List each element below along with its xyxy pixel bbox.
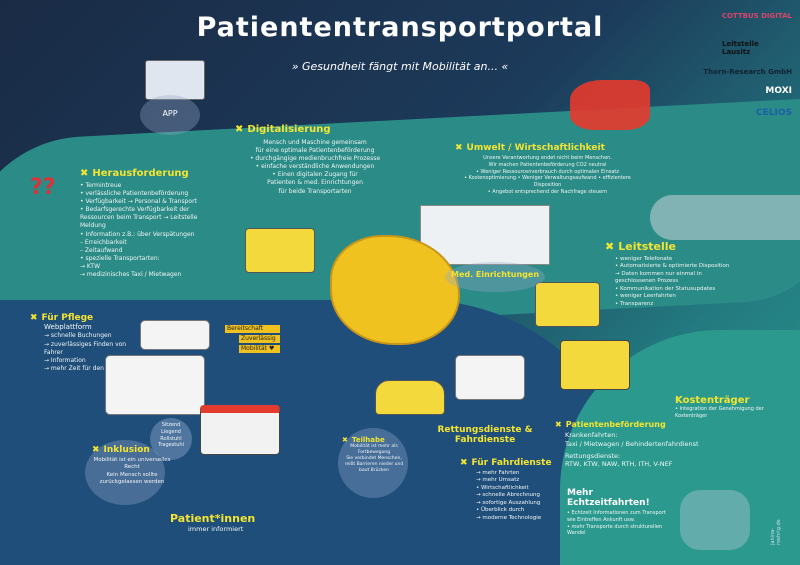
app-label: APP: [140, 95, 200, 135]
logo-leitstelle: Leitstelle Lausitz: [722, 40, 759, 56]
x-mark-icon: ✖: [30, 313, 38, 323]
x-mark-icon: ✖: [460, 458, 468, 468]
teilhabe-bubble: [338, 428, 408, 498]
x-mark-icon: ✖: [235, 124, 244, 135]
hospital-illustration: [420, 205, 550, 265]
logo-moxi: MOXI: [765, 86, 792, 96]
section-patienten: Patient*innen immer informiert: [170, 512, 256, 533]
subtitle: » Gesundheit fängt mit Mobilität an... «: [291, 60, 509, 73]
question-marks-icon: ??: [30, 175, 56, 200]
rettung-heading: Rettungsdienste & Fahrdienste: [437, 425, 533, 445]
laptop-illustration: [145, 60, 205, 100]
logo-thorn: Thorn-Research GmbH: [703, 68, 792, 76]
section-echtzeit: Mehr Echtzeitfahrten! • Echtzeit Informa…: [567, 488, 666, 537]
ambulance-illustration-2: [535, 282, 600, 327]
section-inklusion: ✖Inklusion Mobilität ist ein universelle…: [92, 445, 171, 486]
control-room-illustration: [650, 195, 800, 240]
x-mark-icon: ✖: [605, 240, 615, 253]
wheelchair-van-illustration: [105, 355, 205, 415]
taxi-illustration: [375, 380, 445, 415]
credit: janina-roehrig.de: [770, 519, 782, 545]
section-herausforderung: ✖Herausforderung • Termintreue• verlässl…: [80, 168, 198, 279]
section-kostentraeger: Kostenträger • Integration der Genehmigu…: [675, 395, 764, 419]
ambulance-open-illustration: [200, 405, 280, 455]
x-mark-icon: ✖: [92, 445, 100, 455]
caregivers-illustration: [680, 490, 750, 550]
med-einrichtungen-label: Med. Einrichtungen: [445, 262, 545, 292]
rtw-illustration: [455, 355, 525, 400]
inklusion-bubble: [85, 440, 165, 505]
x-mark-icon: ✖: [342, 436, 348, 444]
section-digitalisierung: ✖Digitalisierung Mensch und Maschine gem…: [235, 124, 381, 195]
page-title: Patiententransportportal: [196, 12, 604, 43]
logo-celios: CELIOS: [756, 108, 792, 118]
section-patientenbefoerderung: ✖Patientenbeförderung Krankenfahrten:Tax…: [555, 420, 699, 469]
section-umwelt: ✖Umwelt / Wirtschaftlichkeit Unsere Vera…: [455, 143, 631, 195]
ambulance-illustration: [245, 228, 315, 273]
section-fahrdienste: ✖Für Fahrdienste → mehr Fahrten→ mehr Um…: [460, 458, 552, 521]
van-illustration: [140, 320, 210, 350]
helicopter-illustration: [570, 80, 650, 130]
blue-region: [0, 300, 640, 565]
x-mark-icon: ✖: [455, 143, 463, 153]
x-mark-icon: ✖: [555, 420, 562, 429]
signpost-illustration: Bereitschaft Zuverlässig Mobilität ♥: [225, 325, 280, 354]
emergency-vehicle-illustration: [560, 340, 630, 390]
section-pflege: ✖Für Pflege Webplattform→ schnelle Buchu…: [30, 313, 135, 372]
section-leitstelle: ✖Leitstelle • weniger Telefonate• Automa…: [605, 240, 730, 307]
section-teilhabe: ✖Teilhabe Mobilität ist mehr als Fortbew…: [342, 436, 404, 474]
x-mark-icon: ✖: [80, 168, 89, 179]
region-map-illustration: [330, 235, 460, 345]
logo-cottbus: COTTBUS DIGITAL: [721, 12, 792, 20]
